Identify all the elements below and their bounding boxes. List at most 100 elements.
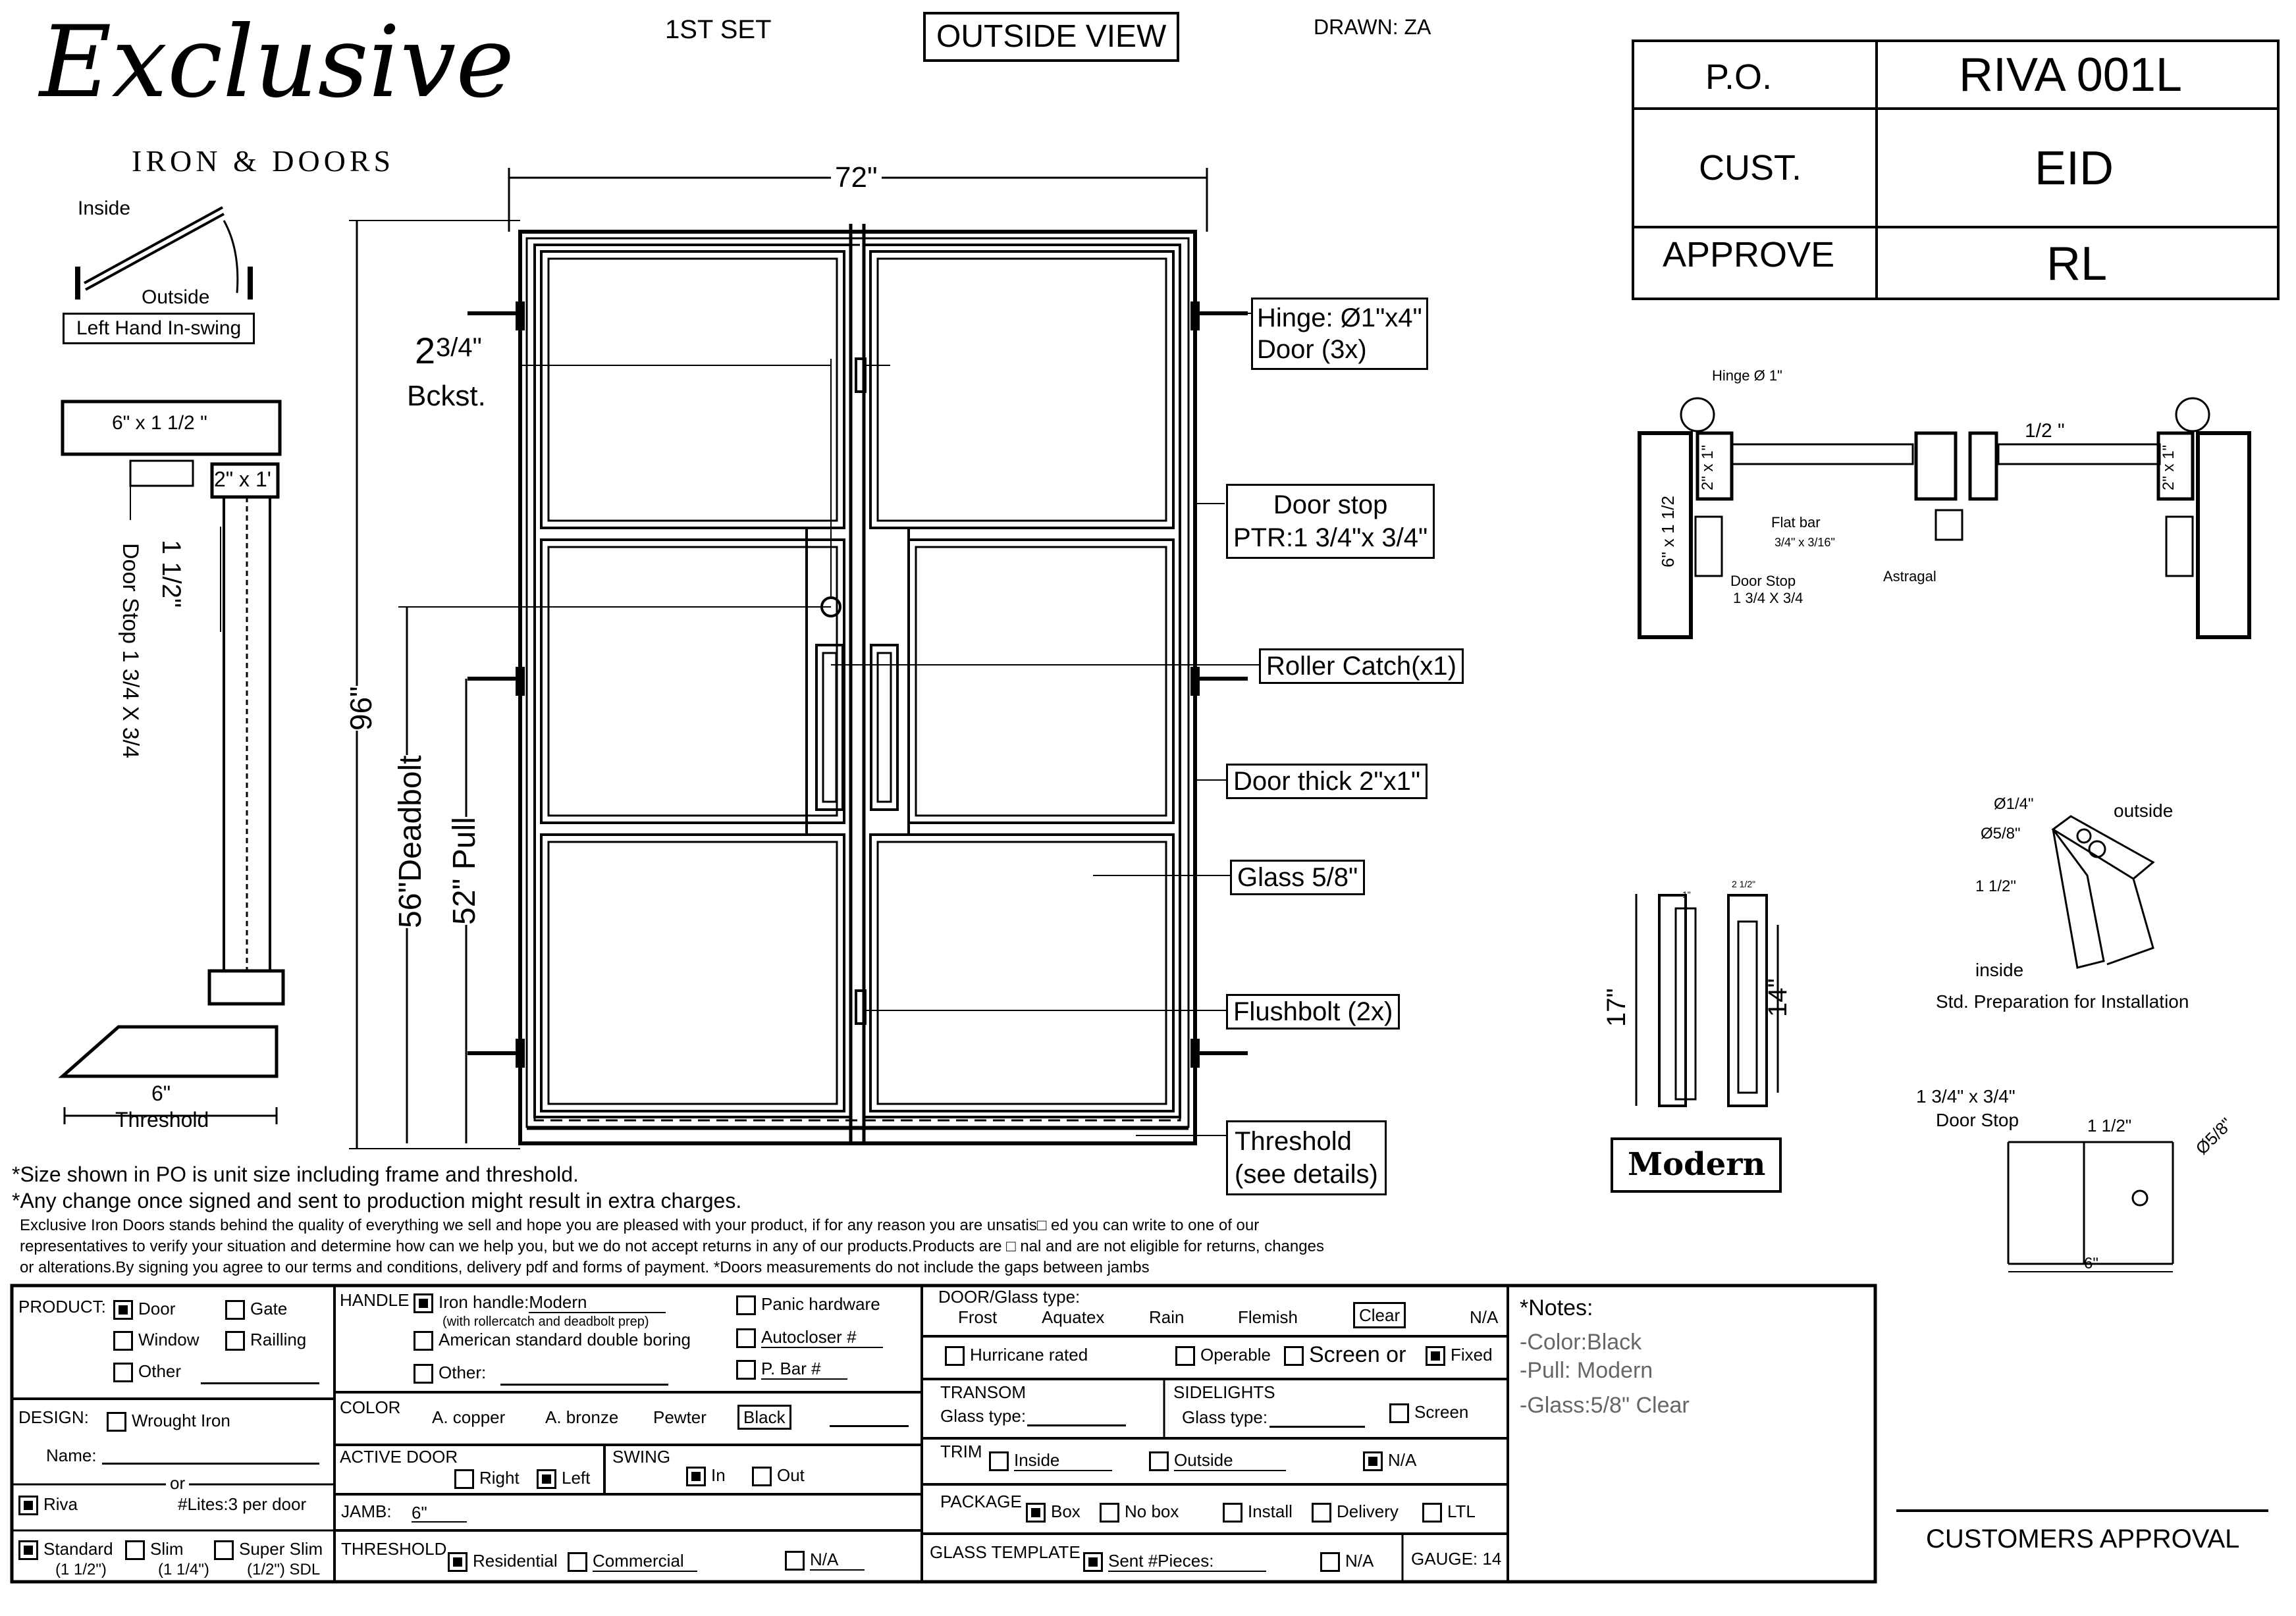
template-na-checkbox[interactable] bbox=[1320, 1552, 1340, 1573]
color-bronze[interactable]: A. bronze bbox=[545, 1407, 619, 1427]
door-checkbox[interactable] bbox=[113, 1300, 133, 1320]
glass-clear[interactable]: Clear bbox=[1353, 1302, 1406, 1328]
autocloser-checkbox[interactable] bbox=[736, 1328, 756, 1349]
ltl-checkbox[interactable] bbox=[1422, 1503, 1442, 1523]
superslim-checkbox[interactable] bbox=[214, 1540, 234, 1561]
color-pewter[interactable]: Pewter bbox=[653, 1407, 707, 1427]
side-glass-line[interactable] bbox=[1269, 1426, 1365, 1428]
product-railing[interactable]: Railling bbox=[225, 1331, 306, 1351]
install-checkbox[interactable] bbox=[1223, 1503, 1242, 1523]
railing-checkbox[interactable] bbox=[225, 1331, 245, 1351]
nobox-option[interactable]: No box bbox=[1100, 1503, 1179, 1523]
threshold-na-checkbox[interactable] bbox=[785, 1551, 805, 1571]
transom-glass-line[interactable] bbox=[1027, 1424, 1126, 1426]
trim-inside-option[interactable]: Inside bbox=[989, 1450, 1113, 1472]
operable-checkbox[interactable] bbox=[1175, 1346, 1195, 1367]
product-window[interactable]: Window bbox=[113, 1331, 199, 1351]
trim-outside-option[interactable]: Outside bbox=[1149, 1450, 1286, 1472]
glass-aquatex[interactable]: Aquatex bbox=[1042, 1307, 1105, 1327]
wrought-checkbox[interactable] bbox=[107, 1412, 126, 1432]
screen-checkbox[interactable] bbox=[1389, 1403, 1409, 1424]
residential-option[interactable]: Residential bbox=[448, 1552, 558, 1573]
handle-other-line[interactable] bbox=[500, 1384, 668, 1386]
standard-option[interactable]: Standard bbox=[18, 1540, 113, 1561]
hurricane-checkbox[interactable] bbox=[945, 1346, 965, 1367]
glass-flemish[interactable]: Flemish bbox=[1238, 1307, 1298, 1327]
design-wrought[interactable]: Wrought Iron bbox=[107, 1412, 230, 1432]
in-option[interactable]: In bbox=[686, 1467, 726, 1487]
screen-or-option[interactable]: Screen or bbox=[1284, 1343, 1406, 1367]
sent-checkbox[interactable] bbox=[1083, 1552, 1103, 1573]
window-checkbox[interactable] bbox=[113, 1331, 133, 1351]
left-checkbox[interactable] bbox=[537, 1469, 556, 1490]
screen-or-checkbox[interactable] bbox=[1284, 1346, 1304, 1367]
install-option[interactable]: Install bbox=[1223, 1503, 1293, 1523]
hurricane-option[interactable]: Hurricane rated bbox=[945, 1346, 1088, 1367]
other-checkbox[interactable] bbox=[113, 1363, 133, 1383]
panic-checkbox[interactable] bbox=[736, 1295, 756, 1316]
iron-handle-checkbox[interactable] bbox=[414, 1293, 433, 1314]
right-checkbox[interactable] bbox=[454, 1469, 474, 1490]
logo-script: Exclusive bbox=[40, 5, 515, 120]
american-checkbox[interactable] bbox=[414, 1331, 433, 1351]
standard-checkbox[interactable] bbox=[18, 1540, 38, 1561]
product-other[interactable]: Other bbox=[113, 1363, 181, 1383]
glass-na[interactable]: N/A bbox=[1470, 1307, 1499, 1327]
other-line[interactable] bbox=[201, 1382, 319, 1384]
handle-other-checkbox[interactable] bbox=[414, 1364, 433, 1384]
iron-handle-option[interactable]: Iron handle:Modern bbox=[414, 1292, 666, 1314]
trim-na-checkbox[interactable] bbox=[1363, 1451, 1383, 1472]
out-checkbox[interactable] bbox=[752, 1467, 772, 1487]
trim-na-option[interactable]: N/A bbox=[1363, 1451, 1416, 1472]
out-option[interactable]: Out bbox=[752, 1467, 805, 1487]
color-line[interactable] bbox=[830, 1425, 909, 1427]
nobox-checkbox[interactable] bbox=[1100, 1503, 1119, 1523]
delivery-option[interactable]: Delivery bbox=[1312, 1503, 1399, 1523]
trim-inside-checkbox[interactable] bbox=[989, 1451, 1009, 1472]
customer-approval[interactable]: CUSTOMERS APPROVAL bbox=[1926, 1525, 2240, 1553]
slim-checkbox[interactable] bbox=[125, 1540, 145, 1561]
riva-checkbox[interactable] bbox=[18, 1496, 38, 1516]
panic-option[interactable]: Panic hardware bbox=[736, 1295, 880, 1316]
ltl-option[interactable]: LTL bbox=[1422, 1503, 1476, 1523]
color-black[interactable]: Black bbox=[737, 1405, 791, 1430]
slim-option[interactable]: Slim bbox=[125, 1540, 184, 1561]
handle-other-option[interactable]: Other: bbox=[414, 1364, 486, 1384]
design-riva[interactable]: Riva bbox=[18, 1496, 78, 1516]
in-checkbox[interactable] bbox=[686, 1467, 706, 1487]
right-option[interactable]: Right bbox=[454, 1469, 520, 1490]
color-copper[interactable]: A. copper bbox=[432, 1407, 506, 1427]
approve-label: APPROVE bbox=[1663, 235, 1835, 274]
gate-checkbox[interactable] bbox=[225, 1300, 245, 1320]
pbar-checkbox[interactable] bbox=[736, 1360, 756, 1380]
box-option[interactable]: Box bbox=[1026, 1503, 1081, 1523]
box-checkbox[interactable] bbox=[1026, 1503, 1046, 1523]
template-na-option[interactable]: N/A bbox=[1320, 1552, 1374, 1573]
residential-checkbox[interactable] bbox=[448, 1552, 467, 1573]
section-vertical: 1 1/2" bbox=[157, 540, 186, 608]
fixed-option[interactable]: Fixed bbox=[1426, 1346, 1493, 1367]
name-line[interactable] bbox=[102, 1463, 319, 1465]
autocloser-option[interactable]: Autocloser # bbox=[736, 1327, 883, 1349]
threshold-na-option[interactable]: N/A bbox=[785, 1550, 865, 1571]
commercial-checkbox[interactable] bbox=[568, 1552, 587, 1573]
handle-note: (with rollercatch and deadbolt prep) bbox=[442, 1315, 649, 1329]
trim-outside-checkbox[interactable] bbox=[1149, 1451, 1169, 1472]
section-top: 6" x 1 1/2 " bbox=[112, 412, 207, 434]
sent-option[interactable]: Sent #Pieces: bbox=[1083, 1551, 1267, 1573]
american-option[interactable]: American standard double boring bbox=[414, 1331, 691, 1351]
product-gate[interactable]: Gate bbox=[225, 1300, 287, 1320]
operable-option[interactable]: Operable bbox=[1175, 1346, 1271, 1367]
jamb-value[interactable]: 6" bbox=[412, 1504, 467, 1523]
pbar-option[interactable]: P. Bar # bbox=[736, 1359, 847, 1380]
commercial-option[interactable]: Commercial bbox=[568, 1551, 697, 1573]
delivery-checkbox[interactable] bbox=[1312, 1503, 1331, 1523]
hinge-text: Hinge: Ø1"x4" bbox=[1257, 303, 1422, 332]
product-door[interactable]: Door bbox=[113, 1300, 175, 1320]
fixed-checkbox[interactable] bbox=[1426, 1346, 1445, 1367]
screen-option[interactable]: Screen bbox=[1389, 1403, 1468, 1424]
superslim-option[interactable]: Super Slim bbox=[214, 1540, 323, 1561]
glass-rain[interactable]: Rain bbox=[1149, 1307, 1185, 1327]
glass-frost[interactable]: Frost bbox=[958, 1307, 998, 1327]
left-option[interactable]: Left bbox=[537, 1469, 590, 1490]
